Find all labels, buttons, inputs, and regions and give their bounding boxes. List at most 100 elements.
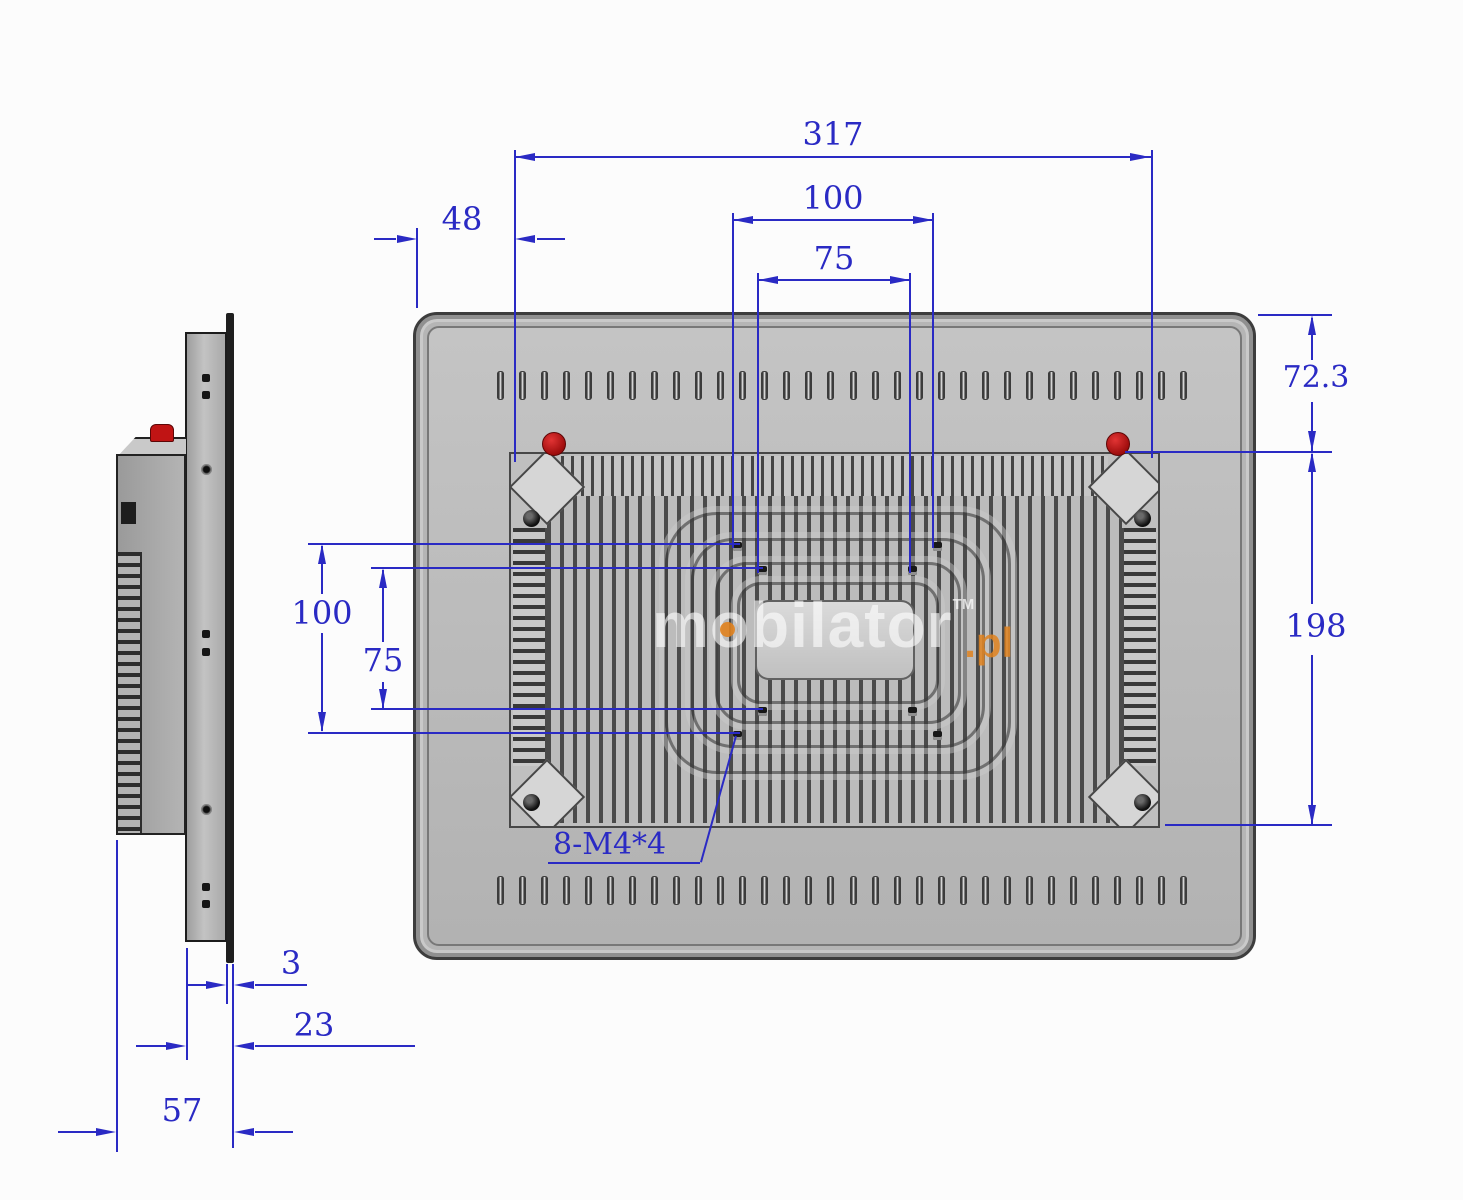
vent-slot-icon [1135, 371, 1143, 400]
side-hole-icon [202, 648, 210, 656]
vesa-hole-75-icon [908, 566, 917, 575]
vent-slot-icon [673, 876, 681, 905]
side-hole-icon [202, 883, 210, 891]
vent-slot-icon [937, 371, 945, 400]
vent-slot-icon [1069, 371, 1077, 400]
vent-slot-icon [805, 371, 813, 400]
vent-slot-icon [585, 876, 593, 905]
vesa-hole-75-icon [908, 707, 917, 716]
dim-label: 198 [1285, 607, 1347, 645]
corner-screw-icon [1134, 510, 1151, 527]
corner-screw-icon [523, 510, 540, 527]
vent-slot-icon [651, 876, 659, 905]
corner-screw-icon [523, 794, 540, 811]
vent-slot-icon [761, 876, 769, 905]
vent-slot-icon [1157, 371, 1165, 400]
watermark-brand: mobilator [652, 589, 953, 661]
dim-label: 100 [802, 179, 864, 217]
side-mounting-bar [185, 332, 227, 942]
dim-label: 75 [813, 239, 855, 277]
side-vent-icon [121, 502, 136, 524]
fin-ring [691, 538, 985, 748]
watermark: mobilatorTM.pl [652, 588, 1023, 666]
dim-label: 57 [161, 1091, 203, 1129]
vent-slot-icon [1113, 876, 1121, 905]
dim-label: 72.3 [1282, 360, 1350, 395]
vent-slot-icon [981, 371, 989, 400]
vent-slot-icon [563, 371, 571, 400]
vent-slot-icon [497, 371, 504, 400]
fin-ring [715, 562, 961, 724]
vent-slot-icon [1047, 371, 1055, 400]
vent-slot-icon [695, 876, 703, 905]
vent-slot-icon [519, 876, 527, 905]
vent-slot-icon [541, 876, 549, 905]
vent-slot-icon [519, 371, 527, 400]
dim-label: 317 [802, 115, 864, 153]
vent-slot-icon [607, 876, 615, 905]
vent-slot-icon [1025, 371, 1033, 400]
side-hole-icon [202, 374, 210, 382]
vent-slot-icon [1025, 876, 1033, 905]
dim-label: 48 [441, 200, 483, 238]
heatsink-mound [509, 452, 1160, 828]
vent-slot-icon [1179, 876, 1187, 905]
vesa-hole-100-icon [933, 731, 942, 740]
vent-slot-icon [937, 876, 945, 905]
vent-row-top [497, 371, 1187, 400]
dim-label: 8-M4*4 [553, 827, 667, 862]
vent-slot-icon [761, 371, 769, 400]
side-screw-hole-icon [201, 464, 212, 475]
dim-label: 100 [291, 594, 353, 632]
watermark-orange-dot-icon [720, 622, 735, 637]
dim-label: 75 [362, 641, 404, 679]
vent-slot-icon [849, 876, 857, 905]
side-heatsink-fins [118, 552, 142, 833]
vent-slot-icon [893, 876, 901, 905]
vent-slot-icon [717, 371, 725, 400]
vent-slot-icon [981, 876, 989, 905]
side-heatsink-body [116, 454, 186, 835]
vent-slot-icon [695, 371, 703, 400]
watermark-tld: .pl [964, 619, 1014, 666]
vent-slot-icon [563, 876, 571, 905]
vent-slot-icon [497, 876, 504, 905]
vent-slot-icon [827, 876, 835, 905]
vent-slot-icon [1157, 876, 1165, 905]
dim-label: 3 [280, 944, 302, 982]
vent-slot-icon [1113, 371, 1121, 400]
vent-slot-icon [1003, 371, 1011, 400]
vent-slot-icon [1091, 371, 1099, 400]
vent-slot-icon [1179, 371, 1187, 400]
vent-slot-icon [739, 371, 747, 400]
screw-cap-red-icon [542, 432, 566, 456]
screw-cap-red-icon [150, 424, 174, 442]
vent-slot-icon [849, 371, 857, 400]
vent-slot-icon [805, 876, 813, 905]
vent-slot-icon [915, 371, 923, 400]
vent-slot-icon [871, 876, 879, 905]
vent-slot-icon [717, 876, 725, 905]
dim-label: 23 [293, 1006, 335, 1044]
fin-ring [665, 512, 1011, 774]
side-hole-icon [202, 391, 210, 399]
vent-slot-icon [1003, 876, 1011, 905]
heatsink-right-ladder-fins [1122, 528, 1156, 766]
vent-slot-icon [629, 371, 637, 400]
vent-slot-icon [673, 371, 681, 400]
vent-slot-icon [783, 371, 791, 400]
vent-slot-icon [629, 876, 637, 905]
vesa-hole-75-icon [758, 566, 767, 575]
vent-slot-icon [959, 876, 967, 905]
vent-slot-icon [1135, 876, 1143, 905]
vent-slot-icon [959, 371, 967, 400]
vent-slot-icon [739, 876, 747, 905]
vent-slot-icon [1091, 876, 1099, 905]
vesa-hole-100-icon [733, 542, 742, 551]
side-front-bezel [226, 313, 234, 963]
vent-slot-icon [783, 876, 791, 905]
side-screw-hole-icon [201, 804, 212, 815]
heatsink-top-fins [561, 456, 1108, 496]
